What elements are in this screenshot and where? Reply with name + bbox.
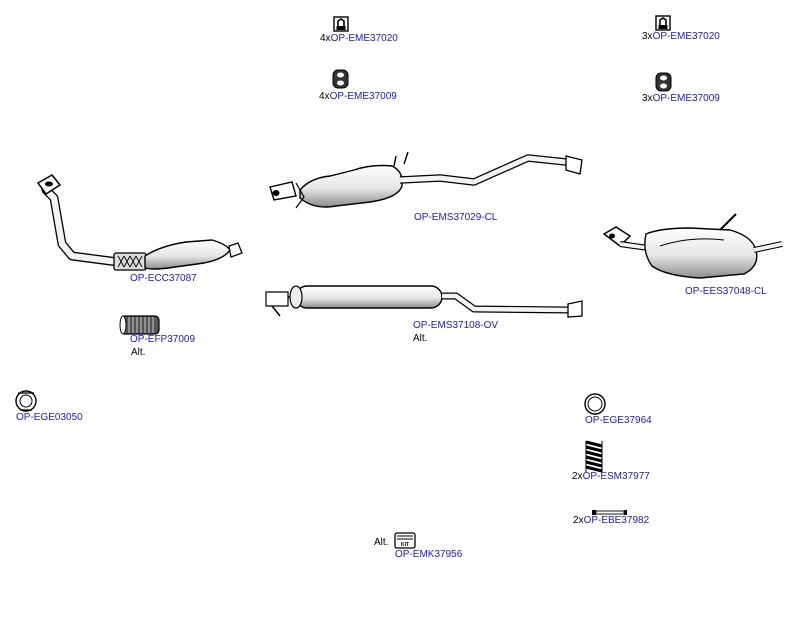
- part-label-eme37009-a: 4xOP-EME37009: [319, 91, 397, 103]
- part-label-eme37020-b: 3xOP-EME37020: [642, 31, 720, 43]
- part-link-ebe37982[interactable]: OP-EBE37982: [583, 515, 650, 526]
- part-link-eme37020[interactable]: OP-EME37020: [652, 31, 720, 42]
- middle-silencer-icon[interactable]: [269, 151, 583, 209]
- part-link-esm37977[interactable]: OP-ESM37977: [582, 471, 650, 482]
- part-label-ebe37982: 2xOP-EBE37982: [573, 515, 649, 527]
- catalytic-converter-icon[interactable]: [36, 174, 243, 271]
- part-label-emk37956: OP-EMK37956: [395, 549, 462, 561]
- bolt-icon[interactable]: [592, 510, 627, 515]
- rubber-mount-icon[interactable]: [655, 72, 672, 92]
- part-alt-note-efp37009: Alt.: [131, 347, 146, 358]
- part-link-eme37009[interactable]: OP-EME37009: [652, 93, 720, 104]
- part-label-ems37108: OP-EMS37108-OV: [413, 320, 498, 332]
- part-link-ege37964[interactable]: OP-EGE37964: [585, 415, 652, 426]
- gasket-ring-icon[interactable]: [584, 393, 606, 415]
- part-quantity: 4x: [319, 91, 330, 102]
- part-label-esm37977: 2xOP-ESM37977: [572, 471, 650, 483]
- rear-silencer-icon[interactable]: [602, 213, 783, 279]
- part-link-ems37108[interactable]: OP-EMS37108-OV: [413, 320, 499, 331]
- rubber-mount-icon[interactable]: [332, 69, 349, 89]
- mounting-kit-text: KIT: [401, 542, 409, 548]
- part-link-efp37009[interactable]: OP-EFP37009: [130, 334, 196, 345]
- middle-silencer-alt-icon[interactable]: [265, 285, 583, 318]
- hanger-bracket-icon[interactable]: [333, 16, 349, 32]
- part-link-ege03050[interactable]: OP-EGE03050: [16, 412, 83, 423]
- part-label-ege37964: OP-EGE37964: [585, 415, 652, 427]
- part-quantity: 2x: [573, 515, 584, 526]
- part-link-ecc37087[interactable]: OP-ECC37087: [130, 273, 197, 284]
- part-link-eme37009[interactable]: OP-EME37009: [329, 91, 397, 102]
- flex-pipe-icon[interactable]: [119, 315, 160, 335]
- part-alt-note-ems37108: Alt.: [413, 333, 428, 344]
- gasket-icon[interactable]: [15, 390, 37, 412]
- part-link-ees37048[interactable]: OP-EES37048-CL: [685, 286, 767, 297]
- part-quantity: 2x: [572, 471, 583, 482]
- part-alt-note-emk37956: Alt.: [374, 537, 389, 548]
- part-label-efp37009: OP-EFP37009: [130, 334, 195, 346]
- part-quantity: 3x: [642, 93, 653, 104]
- part-label-ems37029: OP-EMS37029-CL: [414, 212, 497, 224]
- part-quantity: 4x: [320, 33, 331, 44]
- part-label-ecc37087: OP-ECC37087: [130, 273, 197, 285]
- mounting-kit-icon[interactable]: KIT: [394, 532, 416, 549]
- part-quantity: 3x: [642, 31, 653, 42]
- part-link-eme37020[interactable]: OP-EME37020: [330, 33, 398, 44]
- spring-icon[interactable]: [585, 440, 603, 473]
- hanger-bracket-icon[interactable]: [655, 15, 671, 31]
- part-label-eme37009-b: 3xOP-EME37009: [642, 93, 720, 105]
- part-label-ees37048: OP-EES37048-CL: [685, 286, 767, 298]
- part-label-ege03050: OP-EGE03050: [16, 412, 83, 424]
- part-label-eme37020-a: 4xOP-EME37020: [320, 33, 398, 45]
- part-link-emk37956[interactable]: OP-EMK37956: [395, 549, 463, 560]
- part-link-ems37029[interactable]: OP-EMS37029-CL: [414, 212, 498, 223]
